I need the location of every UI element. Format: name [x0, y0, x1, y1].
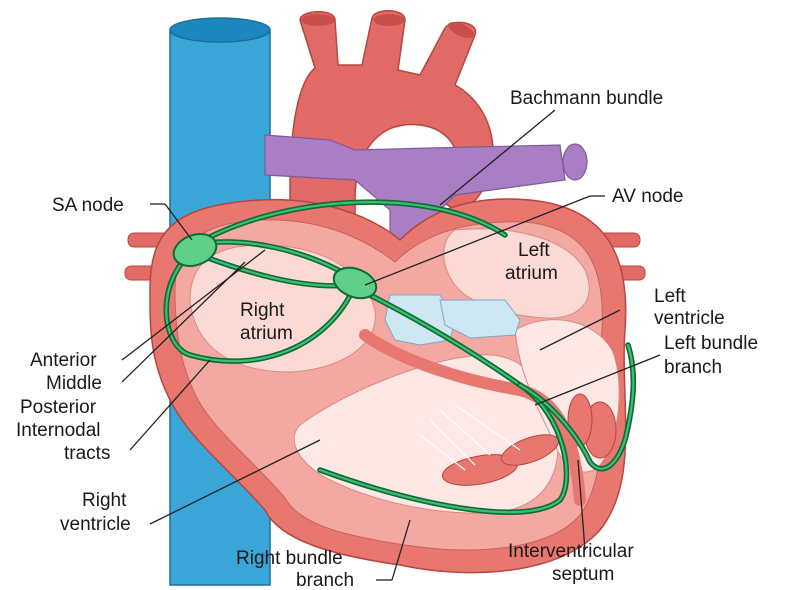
label-right-ventricle-line1: Right	[82, 490, 127, 511]
label-right-bundle-line2: branch	[296, 570, 354, 590]
label-bachmann-bundle: Bachmann bundle	[510, 88, 663, 109]
label-left-ventricle-line1: Left	[654, 286, 686, 307]
label-right-atrium-line1: Right	[240, 300, 285, 321]
label-left-bundle-line1: Left bundle	[664, 333, 758, 354]
label-anterior: Anterior	[30, 350, 97, 371]
label-left-ventricle-line2: ventricle	[654, 308, 725, 329]
label-tracts: tracts	[64, 443, 110, 464]
label-internodal: Internodal	[16, 420, 101, 441]
label-sa-node: SA node	[52, 195, 124, 216]
label-interventricular-line1: Interventricular	[508, 541, 634, 562]
label-left-bundle-line2: branch	[664, 357, 722, 378]
label-left-atrium-line2: atrium	[505, 263, 558, 284]
label-middle: Middle	[46, 373, 102, 394]
label-interventricular-line2: septum	[552, 564, 614, 585]
label-right-ventricle-line2: ventricle	[60, 514, 131, 535]
label-left-atrium-line1: Left	[518, 240, 550, 261]
label-posterior: Posterior	[20, 397, 97, 418]
label-right-bundle-line1: Right bundle	[236, 548, 343, 569]
label-av-node: AV node	[612, 186, 683, 207]
label-right-atrium-line2: atrium	[240, 323, 293, 344]
